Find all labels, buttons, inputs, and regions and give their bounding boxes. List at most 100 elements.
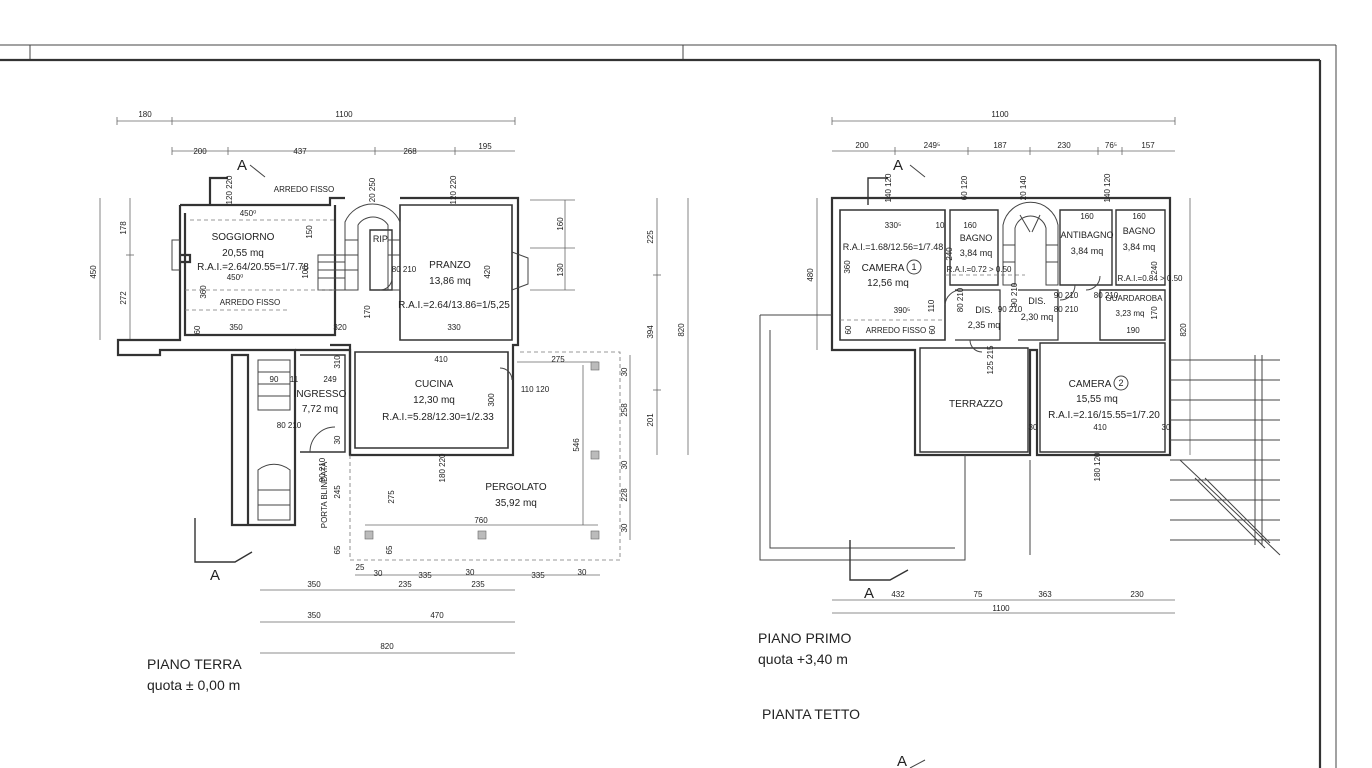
svg-text:30: 30 (620, 523, 629, 532)
dim-272: 272 (119, 291, 128, 305)
dim-150: 150 (305, 225, 314, 239)
dim-275b: 275 (387, 490, 396, 504)
dim-60b: 60 (928, 325, 937, 334)
dim-170: 170 (363, 305, 372, 319)
first-pergola-left (759, 314, 966, 561)
first-bottom-dimensions: 432 75 363 230 1100 (832, 590, 1175, 614)
dim-bot-350: 350 (307, 611, 321, 620)
room-camera1-rai: R.A.I.=1.68/12.56=1/7.48 (843, 242, 944, 252)
dim-432: 432 (891, 590, 905, 599)
dim-360: 360 (843, 260, 852, 274)
room-soggiorno-area: 20,55 mq (222, 248, 264, 259)
dim-160a: 160 (963, 221, 977, 230)
label-arredo-fisso-1: ARREDO FISSO (274, 185, 334, 194)
window-180-220: 180 220 (438, 453, 447, 482)
window-120-220b: 120 220 (449, 175, 458, 204)
dim-110: 110 (927, 299, 936, 312)
dim-180: 180 (138, 110, 152, 119)
room-ingresso-area: 7,72 mq (302, 404, 338, 415)
window-125-215: 125 215 (986, 345, 995, 374)
first-pergola-right (1029, 355, 1281, 556)
dim-240a: 240 (945, 247, 954, 261)
dim-420: 420 (483, 265, 492, 279)
first-staircase (1002, 201, 1059, 286)
dim-seq-30b: 30 (466, 568, 475, 577)
first-walls (830, 196, 1172, 457)
dim-10: 10 (936, 221, 945, 230)
dim-160c: 160 (1132, 212, 1146, 221)
room-camera1-area: 12,56 mq (867, 278, 909, 289)
window-60-120: 60 120 (960, 175, 969, 200)
section-a-top: A (237, 157, 247, 174)
door-90-210: 90 210 (318, 457, 327, 482)
room-soggiorno-rai: R.A.I.=2.64/20.55=1/7.78 (197, 262, 309, 273)
roof-plan: PIANTA TETTO A (762, 706, 926, 768)
dim-90: 90 (270, 375, 279, 384)
dim-190: 190 (1126, 326, 1140, 335)
dim-394: 394 (646, 325, 655, 339)
dim-130: 130 (556, 263, 565, 277)
label-arredo-fisso-2: ARREDO FISSO (220, 298, 280, 307)
dim-76: 76⁵ (1105, 141, 1117, 150)
room-camera1-name: CAMERA (862, 263, 905, 274)
room-bagno1-name: BAGNO (960, 233, 993, 243)
dim-268: 268 (403, 147, 417, 156)
dim-60a: 60 (844, 325, 853, 334)
room-terrazzo-name: TERRAZZO (949, 399, 1003, 410)
section-a-bottom: A (210, 567, 220, 584)
label-arredo-fisso-first: ARREDO FISSO (866, 326, 926, 335)
camera1-number-circle (906, 259, 922, 275)
window-180-120: 180 120 (1093, 452, 1102, 481)
label-porta-blindata: PORTA BLINDATA (320, 461, 329, 528)
dim-65a: 65 (333, 545, 342, 554)
dim-bot-470: 470 (430, 611, 444, 620)
dim-201: 201 (646, 413, 655, 427)
first-room-labels: R.A.I.=1.68/12.56=1/7.48 CAMERA 1 12,56 … (843, 226, 1183, 421)
dim-170: 170 (1150, 306, 1159, 320)
dim-245: 245 (333, 485, 342, 499)
dim-60: 60 (193, 325, 202, 334)
room-pranzo-rai: R.A.I.=2.64/13.86=1/5,25 (398, 300, 510, 311)
first-floor-level: quota +3,40 m (758, 651, 848, 667)
first-doors (944, 275, 1101, 353)
dim-230: 230 (1057, 141, 1071, 150)
dim-seq-30a: 30 (374, 569, 383, 578)
dim-310: 310 (333, 355, 342, 369)
first-section-markers: A A (849, 157, 926, 602)
ground-staircase (257, 203, 401, 521)
room-pranzo-area: 13,86 mq (429, 276, 471, 287)
dim-258: 258 (620, 403, 629, 417)
section-a-bottom-first: A (864, 585, 874, 602)
window-140-120b: 140 120 (1103, 173, 1112, 202)
dim-225: 225 (646, 230, 655, 244)
roof-title: PIANTA TETTO (762, 706, 860, 722)
dim-178: 178 (119, 221, 128, 235)
room-soggiorno-name: SOGGIORNO (212, 232, 275, 243)
ground-floor-level: quota ± 0,00 m (147, 677, 240, 693)
room-bagno1-rai: R.A.I.=0.72 > 0.50 (947, 265, 1012, 274)
room-antibagno-name: ANTIBAGNO (1060, 230, 1113, 240)
dim-410: 410 (434, 355, 448, 364)
room-rip-name: RIP. (373, 234, 389, 244)
roof-section-a: A (897, 753, 907, 768)
room-camera2-area: 15,55 mq (1076, 394, 1118, 405)
dim-200: 200 (855, 141, 869, 150)
sheet-frame (0, 44, 1337, 768)
dim-seq-335b: 335 (531, 571, 545, 580)
dim-320: 320 (333, 323, 347, 332)
dim-seq-335a: 335 (418, 571, 432, 580)
dim-seq-30c: 30 (578, 568, 587, 577)
ground-left-dimensions: 450 178 272 (89, 198, 134, 340)
window-110-120: 110 120 (521, 385, 550, 394)
dim-410: 410 (1093, 423, 1107, 432)
ground-room-labels: SOGGIORNO 20,55 mq R.A.I.=2.64/20.55=1/7… (197, 185, 547, 528)
door-90-210a: 90 210 (1010, 282, 1019, 307)
dim-760: 760 (474, 516, 488, 525)
dim-330: 330⁵ (885, 221, 902, 230)
window-140-120a: 140 120 (884, 173, 893, 202)
dim-820: 820 (677, 323, 686, 337)
dim-228: 228 (620, 488, 629, 502)
room-bagno1-area: 3,84 mq (960, 248, 993, 258)
room-pergolato-area: 35,92 mq (495, 498, 537, 509)
room-camera1-num: 1 (911, 262, 916, 272)
